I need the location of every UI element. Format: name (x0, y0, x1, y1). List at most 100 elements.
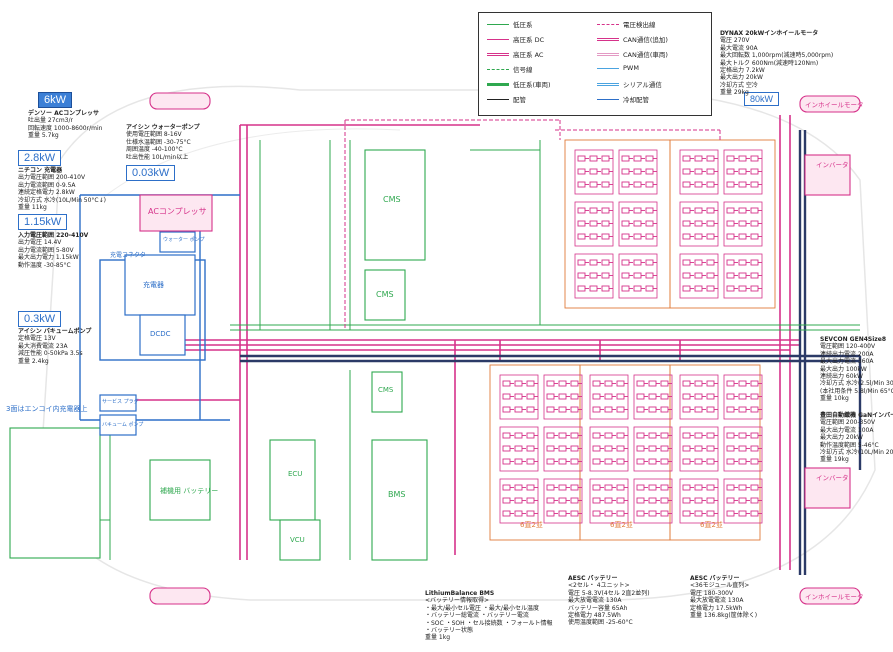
battery-cell (633, 285, 646, 292)
battery-cell (645, 233, 658, 240)
battery-cell (514, 484, 527, 491)
battery-cell (546, 445, 559, 452)
spec-line: 重量 11kg (18, 204, 47, 212)
spec-line: 吐出量 27cm3/r (28, 117, 73, 125)
spec-line: ・SOC ・SOH ・セル接続数 ・フォールト情報 (425, 619, 553, 627)
battery-cell (601, 259, 614, 266)
battery-module (723, 374, 763, 420)
battery-cell (636, 510, 649, 517)
battery-cell (577, 272, 590, 279)
battery-cell (616, 510, 629, 517)
battery-cell (577, 207, 590, 214)
battery-cell (621, 220, 634, 227)
battery-cell (616, 380, 629, 387)
battery-cell (706, 380, 719, 387)
battery-cell (589, 220, 602, 227)
ac-compressor-box (139, 194, 213, 232)
spec-line: 豊田自動織機 GaNインバータ (820, 412, 893, 419)
battery-cell (738, 207, 751, 214)
spec-line: DYNAX 20kWインホイールモータ (720, 30, 819, 37)
battery-cell (592, 380, 605, 387)
battery-cell (694, 497, 707, 504)
battery-cell (648, 432, 661, 439)
battery-cell (502, 458, 515, 465)
vacuum-pump-box (99, 414, 137, 436)
heater-note: 3面はエンコイ内充電器上 (6, 405, 88, 413)
battery-cell (526, 393, 539, 400)
service-plug-label: サービス プラグ (102, 399, 139, 405)
spec-line: 重量 136.8kg(筐体除く) (690, 612, 758, 620)
battery-cell (645, 168, 658, 175)
battery-cell (750, 285, 763, 292)
battery-cell (633, 272, 646, 279)
battery-cell (694, 207, 707, 214)
motor-rr (799, 587, 861, 605)
battery-cell (648, 380, 661, 387)
spec-line: 冷却方式 水冷(2.5l/Min 30°C) (820, 380, 893, 388)
battery-cell (621, 259, 634, 266)
battery-cell (726, 272, 739, 279)
battery-module (633, 374, 673, 420)
battery-cell (546, 458, 559, 465)
battery-cell (682, 207, 695, 214)
legend-item: PWM (597, 64, 639, 72)
battery-cell (526, 484, 539, 491)
battery-cell (604, 406, 617, 413)
battery-cell (526, 380, 539, 387)
battery-cell (601, 285, 614, 292)
spec-line: 冷却方式 空冷 (720, 81, 758, 89)
spec-line: AESC バッテリー (568, 575, 618, 582)
spec-line: 周囲温度 -40-100°C (126, 146, 183, 154)
battery-cell (706, 233, 719, 240)
battery-cell (706, 259, 719, 266)
battery-cell (577, 220, 590, 227)
battery-cell (558, 445, 571, 452)
battery-cell (558, 497, 571, 504)
battery-module (574, 253, 614, 299)
legend-label: 配管 (513, 96, 526, 104)
battery-cell (616, 458, 629, 465)
battery-cell (738, 380, 751, 387)
battery-module (618, 201, 658, 247)
battery-cell (648, 510, 661, 517)
battery-cell (706, 181, 719, 188)
battery-cell (682, 220, 695, 227)
dcdc-label: DCDC (150, 330, 171, 338)
voltage-sense (344, 119, 721, 330)
battery-cell (694, 272, 707, 279)
battery-cell (738, 259, 751, 266)
battery-cell (514, 445, 527, 452)
spec-line: 最大出力電流 360A (820, 358, 874, 366)
battery-cell (738, 510, 751, 517)
legend-item: 配管 (487, 94, 526, 104)
battery-module (723, 201, 763, 247)
legend-swatch (487, 82, 509, 86)
battery-cell (604, 497, 617, 504)
spec-line: 連続出力電流 200A (820, 350, 874, 358)
battery-cell (694, 220, 707, 227)
bms-label: BMS (388, 490, 406, 499)
battery-cell (706, 510, 719, 517)
series-label-3: 6直2並 (700, 521, 723, 529)
battery-cell (706, 497, 719, 504)
battery-cell (558, 484, 571, 491)
spec-line: 使用電圧範囲 8-16V (126, 131, 182, 139)
battery-cell (502, 406, 515, 413)
water-pump-box (159, 231, 196, 253)
battery-cell (633, 155, 646, 162)
battery-cell (558, 406, 571, 413)
legend-swatch (597, 67, 619, 69)
battery-cell (601, 233, 614, 240)
battery-cell (682, 233, 695, 240)
battery-cell (648, 406, 661, 413)
spec-line: AESC バッテリー (690, 575, 740, 582)
battery-cell (577, 155, 590, 162)
legend-swatch (487, 23, 509, 25)
battery-cell (706, 432, 719, 439)
spec-line: (本社用条件 5.8l/Min 65°C) (820, 387, 893, 395)
battery-cell (502, 510, 515, 517)
battery-cell (502, 380, 515, 387)
battery-cell (738, 272, 751, 279)
battery-cell (636, 484, 649, 491)
battery-cell (726, 406, 739, 413)
